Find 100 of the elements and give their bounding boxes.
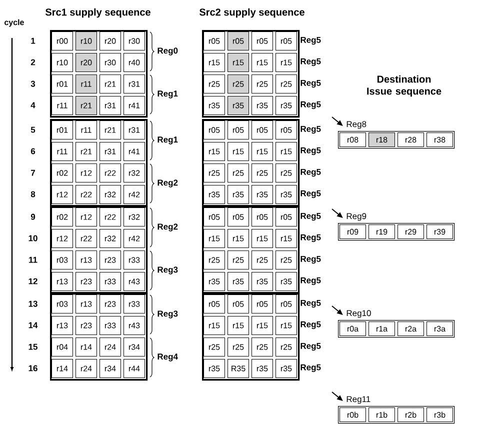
table-cell: r25 bbox=[276, 74, 297, 94]
table-cell: r33 bbox=[100, 316, 121, 335]
register-grid bbox=[50, 119, 148, 207]
table-cell: r05 bbox=[228, 120, 249, 140]
table-cell: r22 bbox=[100, 208, 121, 226]
heading: Src1 supply sequence bbox=[45, 8, 150, 18]
table-cell: r1b bbox=[368, 408, 395, 422]
table-cell: r1a bbox=[368, 322, 395, 336]
table-cell: r25 bbox=[228, 250, 249, 270]
table-cell: r08 bbox=[340, 132, 366, 147]
table-cell: r02 bbox=[52, 208, 73, 226]
table-cell: r41 bbox=[124, 96, 145, 115]
table-cell: r25 bbox=[204, 164, 225, 182]
table-cell: r28 bbox=[398, 132, 424, 147]
table-cell: r05 bbox=[276, 208, 297, 226]
table-cell: r41 bbox=[124, 142, 145, 161]
table-cell: r38 bbox=[426, 132, 453, 147]
cycle-number: 2 bbox=[30, 59, 36, 66]
cycle-number: 9 bbox=[30, 214, 36, 220]
table-cell: r23 bbox=[100, 250, 121, 270]
table-cell: r05 bbox=[204, 32, 225, 50]
table-cell: r21 bbox=[76, 142, 97, 161]
table-cell: r11 bbox=[52, 96, 73, 115]
table-cell: r02 bbox=[52, 164, 73, 182]
table-cell: r03 bbox=[52, 294, 73, 314]
table-cell: r2a bbox=[398, 322, 424, 336]
register-label: Reg5 bbox=[300, 101, 321, 110]
table-cell: r32 bbox=[124, 164, 145, 182]
table-cell: r15 bbox=[276, 53, 297, 72]
table-cell: r11 bbox=[52, 142, 73, 161]
table-cell: r22 bbox=[76, 229, 97, 248]
table-cell: r25 bbox=[204, 250, 225, 270]
table-cell: r35 bbox=[252, 272, 273, 291]
table-cell: r35 bbox=[276, 359, 297, 378]
table-cell: r15 bbox=[204, 53, 225, 72]
table-cell: r30 bbox=[124, 32, 145, 50]
cycle-number: 16 bbox=[28, 365, 38, 372]
table-cell: r42 bbox=[124, 185, 145, 204]
table-cell: r15 bbox=[228, 53, 249, 72]
destination-row bbox=[338, 121, 455, 149]
table-cell: r19 bbox=[368, 224, 395, 239]
register-label: Reg1 bbox=[158, 90, 178, 98]
table-cell: r25 bbox=[228, 74, 249, 94]
table-cell: r23 bbox=[76, 316, 97, 335]
table-cell: r35 bbox=[228, 185, 249, 204]
table-cell: r31 bbox=[124, 120, 145, 140]
table-cell: r30 bbox=[100, 53, 121, 72]
table-cell: r35 bbox=[276, 96, 297, 115]
table-cell: r12 bbox=[52, 185, 73, 204]
table-cell: r21 bbox=[76, 96, 97, 115]
register-label: Reg10 bbox=[346, 310, 371, 318]
table-cell: r12 bbox=[52, 229, 73, 248]
table-cell: r15 bbox=[252, 316, 273, 335]
table-cell: r05 bbox=[228, 32, 249, 50]
cycle-number: 4 bbox=[30, 102, 36, 108]
table-cell: r25 bbox=[204, 338, 225, 356]
register-label: Reg5 bbox=[300, 342, 321, 351]
table-cell: r25 bbox=[276, 338, 297, 356]
heading: Destination Issue sequence bbox=[367, 75, 442, 97]
table-cell: r13 bbox=[52, 316, 73, 335]
table-cell: r21 bbox=[100, 120, 121, 140]
table-cell: r05 bbox=[228, 294, 249, 314]
register-label: Reg5 bbox=[300, 234, 321, 242]
table-cell: r35 bbox=[276, 272, 297, 291]
table-cell: r15 bbox=[276, 316, 297, 335]
table-cell: r34 bbox=[124, 338, 145, 356]
table-cell: r43 bbox=[124, 272, 145, 291]
table-cell: r35 bbox=[204, 185, 225, 204]
register-grid bbox=[202, 206, 300, 294]
table-cell: r05 bbox=[228, 208, 249, 226]
table-cell: r22 bbox=[100, 164, 121, 182]
register-grid bbox=[202, 119, 300, 207]
cycle-number: 8 bbox=[30, 191, 36, 198]
table-cell: r00 bbox=[52, 32, 73, 50]
table-cell: r05 bbox=[252, 208, 273, 226]
destination-row bbox=[338, 310, 455, 338]
table-cell: r15 bbox=[276, 229, 297, 248]
register-label: Reg4 bbox=[158, 354, 178, 362]
table-cell: r0a bbox=[340, 322, 366, 336]
register-label: Reg1 bbox=[158, 136, 178, 144]
register-label: Reg11 bbox=[346, 396, 370, 404]
table-cell: r24 bbox=[76, 359, 97, 378]
table-cell: r25 bbox=[228, 164, 249, 182]
table-cell: r15 bbox=[204, 316, 225, 335]
destination-row bbox=[338, 213, 455, 241]
table-cell: R35 bbox=[228, 359, 249, 378]
table-cell: r35 bbox=[204, 272, 225, 291]
table-cell: r04 bbox=[52, 338, 73, 356]
register-grid bbox=[50, 293, 148, 381]
heading: Src2 supply sequence bbox=[199, 8, 304, 18]
table-cell: r25 bbox=[252, 250, 273, 270]
register-label: Reg5 bbox=[300, 212, 321, 221]
table-cell: r05 bbox=[276, 120, 297, 140]
table-cell: r13 bbox=[52, 272, 73, 291]
register-label: Reg5 bbox=[300, 256, 321, 264]
table-cell: r23 bbox=[100, 294, 121, 314]
register-grid bbox=[50, 30, 148, 118]
table-cell: r15 bbox=[252, 142, 273, 161]
table-cell: r25 bbox=[276, 250, 297, 270]
table-cell: r13 bbox=[76, 250, 97, 270]
